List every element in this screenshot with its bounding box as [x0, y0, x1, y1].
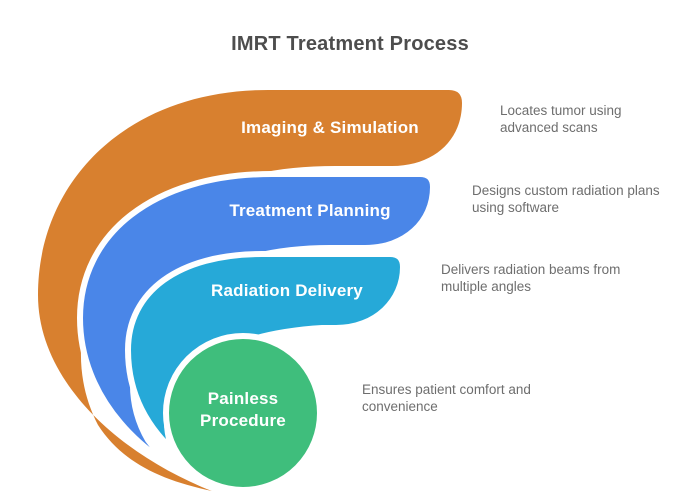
circle-painless-procedure: [163, 333, 323, 493]
step-label-painless-procedure: Painless Procedure: [200, 389, 286, 430]
step-description-radiation-delivery: Delivers radiation beams from multiple a…: [441, 262, 621, 294]
step-label-radiation-delivery: Radiation Delivery: [211, 281, 363, 300]
band-imaging-simulation: [38, 90, 462, 491]
step-description-imaging-simulation: Locates tumor using advanced scans: [500, 103, 622, 135]
page-title: IMRT Treatment Process: [231, 33, 469, 55]
step-description-painless-procedure: Ensures patient comfort and convenience: [362, 382, 531, 414]
step-label-imaging-simulation: Imaging & Simulation: [241, 118, 419, 137]
step-description-treatment-planning: Designs custom radiation plans using sof…: [472, 183, 660, 215]
step-label-treatment-planning: Treatment Planning: [229, 201, 391, 220]
